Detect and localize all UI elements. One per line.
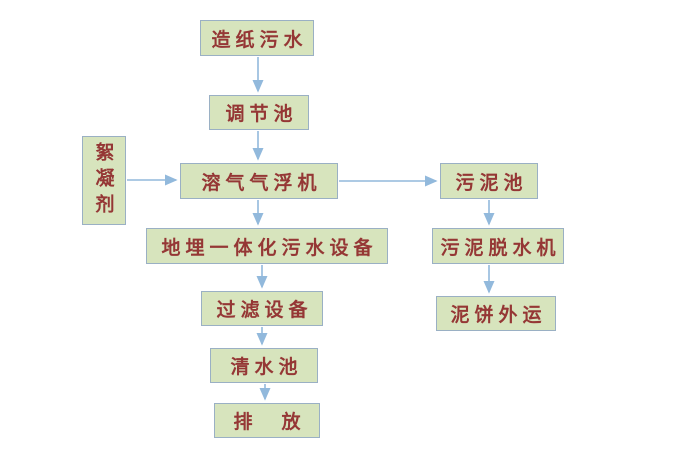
node-flocculant: 絮凝剂 [82, 136, 126, 225]
node-paper-wastewater: 造纸污水 [200, 20, 314, 56]
node-clear-water-tank: 清水池 [210, 348, 318, 383]
node-mud-cake-transport: 泥饼外运 [436, 296, 556, 331]
node-sludge-tank: 污泥池 [440, 163, 538, 199]
node-sludge-dewatering-machine: 污泥脱水机 [432, 228, 564, 264]
node-regulating-tank: 调节池 [209, 95, 309, 130]
node-daf-machine: 溶气气浮机 [180, 163, 338, 199]
node-filter-equipment: 过滤设备 [201, 291, 323, 326]
node-discharge: 排 放 [214, 403, 320, 438]
node-buried-integrated-equipment: 地埋一体化污水设备 [146, 228, 388, 264]
